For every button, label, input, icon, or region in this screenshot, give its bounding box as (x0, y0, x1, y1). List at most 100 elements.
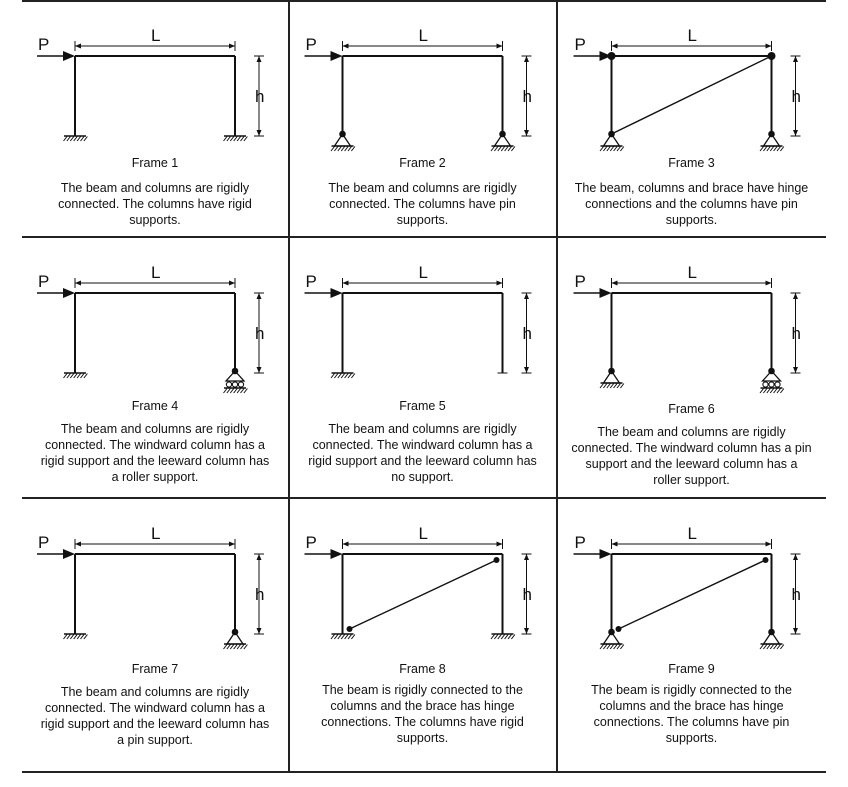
height-dim-arrow-top (793, 293, 798, 299)
load-label-p: P (38, 533, 49, 552)
height-dim-arrow-bottom (524, 130, 529, 136)
height-dim-arrow-top (256, 293, 262, 299)
span-label-l: L (688, 524, 697, 543)
right-roller-ground-hatch (223, 387, 248, 394)
frame-description-8: The beam is rigidly connected to the col… (321, 683, 524, 745)
span-label-l: L (151, 263, 160, 282)
frame-description-4: The beam and columns are rigidly connect… (40, 422, 270, 484)
right-roller-wheel (237, 381, 245, 388)
height-dim-arrow-top (256, 56, 262, 62)
span-label-l: L (419, 26, 428, 45)
brace-hinge-top (493, 557, 500, 563)
frame-description-3: The beam, columns and brace have hinge c… (574, 181, 809, 227)
load-arrow-head (330, 288, 343, 298)
height-dim-arrow-top (524, 293, 529, 299)
grid-row-divider-2 (22, 497, 826, 499)
left-pin-ground-hatch (599, 145, 625, 152)
frame-diagram-2: P Lh (304, 26, 532, 152)
left-pin-ground-hatch (599, 643, 625, 650)
height-label-h: h (523, 87, 532, 106)
left-pin-ground-hatch (330, 145, 356, 152)
right-joint-hinge (767, 52, 776, 60)
right-pin-ground-hatch (223, 643, 248, 650)
frame-title-3: Frame 3 (668, 156, 715, 170)
frame-title-5: Frame 5 (399, 399, 446, 413)
span-dim-arrow-right (229, 541, 235, 547)
left-joint-hinge (607, 52, 616, 60)
height-dim-arrow-bottom (793, 130, 798, 136)
right-roller-ground-hatch (759, 387, 785, 394)
span-label-l: L (151, 524, 160, 543)
height-dim-arrow-top (793, 56, 798, 62)
diagonal-brace (618, 559, 766, 630)
right-fixed-support-hatch (223, 135, 248, 142)
span-dim-arrow-left (75, 43, 81, 49)
frame-description-9: The beam is rigidly connected to the col… (591, 683, 792, 745)
grid-col-divider-1 (288, 0, 290, 772)
left-fixed-support-hatch (330, 633, 356, 640)
span-dim-arrow-right (765, 280, 772, 286)
load-label-p: P (306, 35, 317, 54)
right-roller-wheel (231, 381, 239, 388)
load-label-p: P (306, 272, 317, 291)
grid-bottom-rule (22, 771, 826, 773)
load-arrow-head (63, 549, 75, 559)
span-label-l: L (688, 26, 697, 45)
span-dim-arrow-left (75, 541, 81, 547)
height-label-h: h (792, 585, 801, 604)
span-dim-arrow-right (765, 541, 772, 547)
right-pin-ground-hatch (759, 643, 785, 650)
frame-description-2: The beam and columns are rigidly connect… (328, 181, 517, 227)
height-label-h: h (523, 585, 532, 604)
right-pin-ground-hatch (490, 145, 516, 152)
height-dim-arrow-bottom (256, 130, 262, 136)
left-pin-ground-hatch (599, 382, 625, 389)
load-arrow-head (599, 288, 612, 298)
load-arrow-head (330, 549, 343, 559)
span-label-l: L (419, 524, 428, 543)
load-arrow-head (330, 51, 343, 61)
height-label-h: h (523, 324, 532, 343)
frame-title-1: Frame 1 (131, 156, 179, 170)
frame-description-6: The beam and columns are rigidly connect… (571, 425, 812, 487)
left-fixed-support-hatch (63, 633, 88, 640)
left-fixed-support-hatch (63, 372, 88, 379)
height-label-h: h (255, 87, 264, 106)
brace-hinge-bottom (615, 626, 622, 632)
span-dim-arrow-right (496, 541, 503, 547)
span-dim-arrow-left (611, 43, 618, 49)
frame-description-5: The beam and columns are rigidly connect… (308, 422, 537, 484)
brace-hinge-bottom (346, 626, 353, 632)
load-arrow-head (599, 549, 612, 559)
grid-top-rule (22, 0, 826, 2)
load-label-p: P (38, 272, 49, 291)
height-dim-arrow-top (524, 554, 529, 560)
brace-hinge-bottom (608, 131, 615, 137)
right-roller-wheel (774, 381, 781, 388)
span-dim-arrow-left (342, 280, 349, 286)
span-dim-arrow-left (342, 43, 349, 49)
height-dim-arrow-bottom (524, 628, 529, 634)
span-dim-arrow-right (229, 280, 235, 286)
span-label-l: L (151, 26, 160, 45)
height-label-h: h (255, 324, 264, 343)
diagonal-brace (611, 55, 772, 135)
span-dim-arrow-left (611, 280, 618, 286)
grid-row-divider-1 (22, 236, 826, 238)
height-dim-arrow-bottom (793, 367, 798, 373)
height-dim-arrow-top (524, 56, 529, 62)
